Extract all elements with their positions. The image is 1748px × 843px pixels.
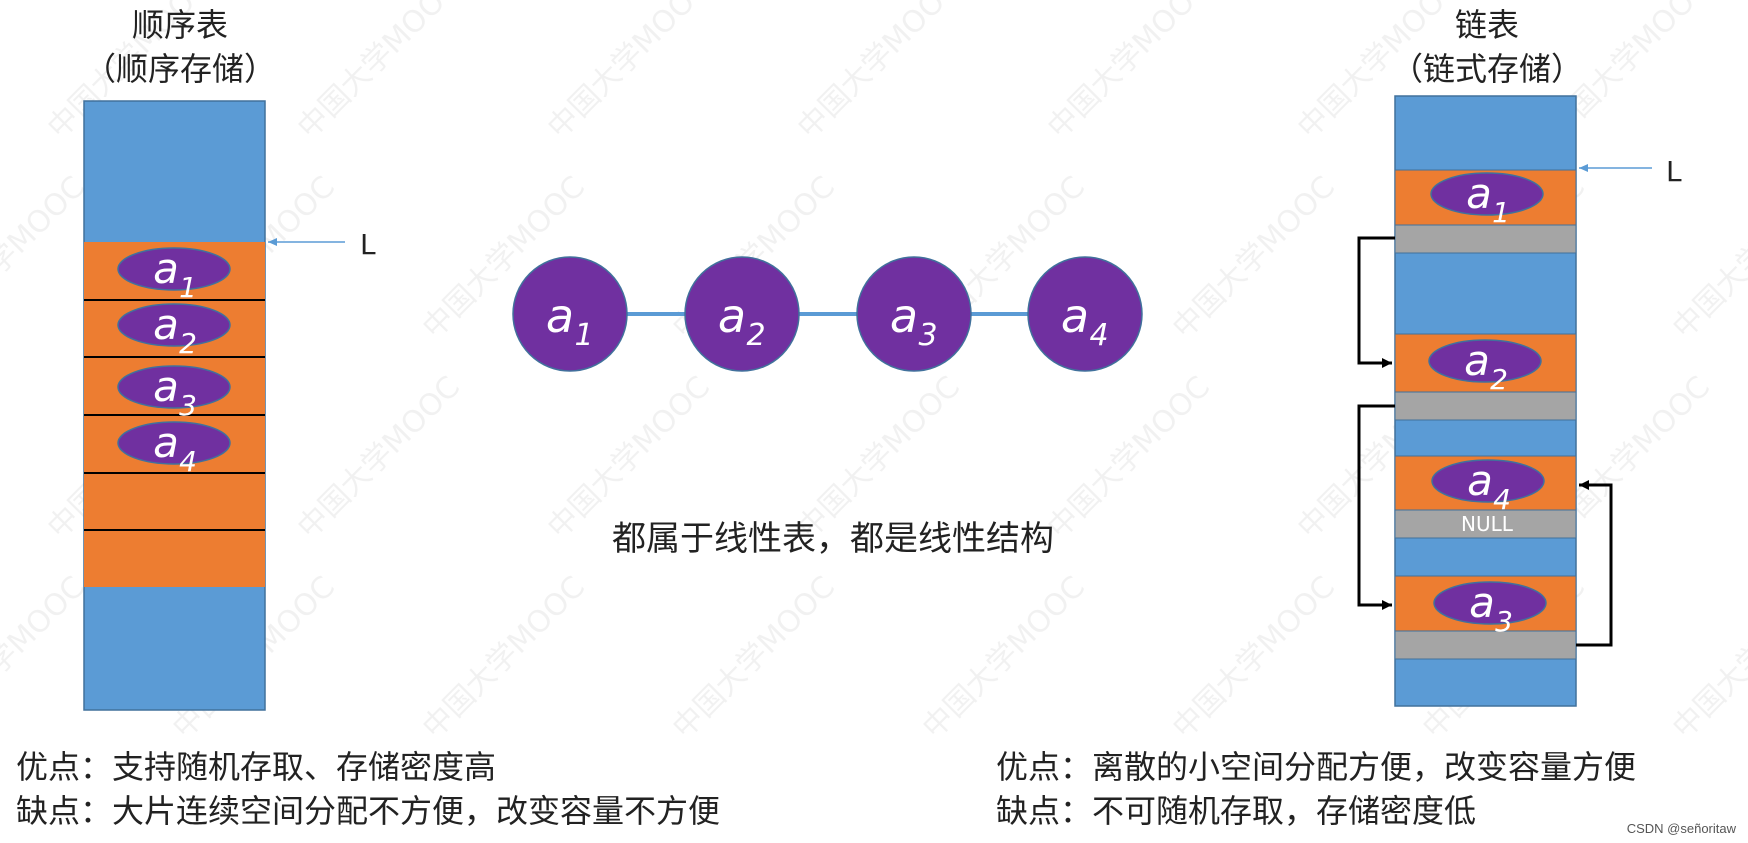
linked-notes: 优点：离散的小空间分配方便，改变容量方便 缺点：不可随机存取，存储密度低: [996, 748, 1636, 830]
watermark-text: 中国大学MOOC: [1666, 170, 1748, 346]
svg-text:a: a: [546, 289, 574, 343]
watermark-text: 中国大学MOOC: [291, 0, 467, 146]
sequential-element: a 4: [117, 418, 231, 478]
linked-node: a 2: [1394, 333, 1577, 421]
svg-text:a: a: [1464, 336, 1490, 385]
watermark-text: 中国大学MOOC: [666, 570, 842, 746]
sequential-title: 顺序表: [132, 6, 228, 44]
svg-text:2: 2: [1490, 363, 1508, 396]
svg-text:3: 3: [1495, 605, 1513, 638]
svg-text:2: 2: [746, 318, 765, 353]
svg-text:2: 2: [179, 327, 197, 360]
watermark-text: 中国大学MOOC: [1666, 570, 1748, 746]
svg-text:a: a: [718, 289, 746, 343]
svg-text:a: a: [1467, 456, 1493, 505]
logical-structure: a 1 a 2 a 3 a 4 都属于线性表，都是线性结构: [512, 256, 1143, 559]
watermark-text: 中国大学MOOC: [0, 570, 92, 746]
svg-text:4: 4: [1493, 483, 1511, 516]
watermark-text: 中国大学MOOC: [1041, 370, 1217, 546]
svg-text:4: 4: [179, 445, 197, 478]
sequential-cons: 缺点：大片连续空间分配不方便，改变容量不方便: [16, 792, 720, 830]
next-pointer-a2-to-a3: [1357, 404, 1395, 610]
linked-node: a 4 NULL: [1394, 455, 1577, 539]
sequential-subtitle: （顺序存储）: [84, 50, 276, 88]
node-next-field: [1394, 391, 1577, 421]
sequential-element: a 2: [117, 300, 231, 360]
next-pointer-a3-to-a4: [1576, 480, 1613, 647]
watermark-text: 中国大学MOOC: [291, 370, 467, 546]
svg-text:a: a: [1469, 578, 1495, 627]
sequential-element: a 3: [117, 362, 231, 422]
watermark-text: 中国大学MOOC: [1166, 170, 1342, 346]
svg-text:a: a: [153, 362, 179, 411]
sequential-notes: 优点：支持随机存取、存储密度高 缺点：大片连续空间分配不方便，改变容量不方便: [16, 748, 720, 830]
svg-text:a: a: [153, 300, 179, 349]
svg-text:4: 4: [1089, 318, 1108, 353]
watermark-text: 中国大学MOOC: [791, 0, 967, 146]
watermark-text: 中国大学MOOC: [0, 170, 92, 346]
sequential-list-panel: 顺序表 （顺序存储） a 1 a 2 a 3 a 4: [83, 6, 376, 711]
svg-text:a: a: [890, 289, 918, 343]
next-pointer-a1-to-a2: [1357, 236, 1395, 368]
linear-structure-caption: 都属于线性表，都是线性结构: [612, 519, 1054, 559]
svg-text:a: a: [153, 244, 179, 293]
logical-node: a 3: [856, 256, 972, 372]
sequential-pros: 优点：支持随机存取、存储密度高: [16, 748, 496, 786]
svg-text:3: 3: [918, 318, 937, 353]
linked-cons: 缺点：不可随机存取，存储密度低: [996, 792, 1476, 830]
linked-pros: 优点：离散的小空间分配方便，改变容量方便: [996, 748, 1636, 786]
node-next-field: [1394, 224, 1577, 254]
svg-text:a: a: [1061, 289, 1089, 343]
node-next-field: [1394, 630, 1577, 660]
svg-text:1: 1: [1492, 196, 1510, 229]
svg-text:3: 3: [179, 389, 197, 422]
watermark-text: 中国大学MOOC: [1166, 570, 1342, 746]
head-pointer-label: L: [1666, 155, 1682, 188]
node-next-field: [1394, 509, 1577, 539]
linked-node: a 1: [1394, 169, 1577, 254]
logical-node: a 1: [512, 256, 628, 372]
logical-node: a 4: [1027, 256, 1143, 372]
credit-text: CSDN @señoritaw: [1627, 821, 1737, 836]
null-label: NULL: [1461, 512, 1514, 536]
svg-text:1: 1: [574, 318, 593, 353]
watermark-text: 中国大学MOOC: [1041, 0, 1217, 146]
watermark-text: 中国大学MOOC: [416, 570, 592, 746]
watermark-text: 中国大学MOOC: [541, 0, 717, 146]
linked-subtitle: （链式存储）: [1391, 50, 1583, 88]
svg-text:a: a: [1466, 169, 1492, 218]
sequential-element: a 1: [117, 244, 231, 304]
svg-text:a: a: [153, 418, 179, 467]
watermark-text: 中国大学MOOC: [916, 570, 1092, 746]
logical-node: a 2: [684, 256, 800, 372]
head-pointer-label: L: [360, 228, 376, 261]
linked-list-panel: 链表 （链式存储） a 1 a 2 a 4 NULL: [1357, 6, 1682, 707]
linked-node: a 3: [1394, 575, 1577, 660]
svg-text:1: 1: [179, 271, 197, 304]
linked-title: 链表: [1455, 6, 1519, 44]
